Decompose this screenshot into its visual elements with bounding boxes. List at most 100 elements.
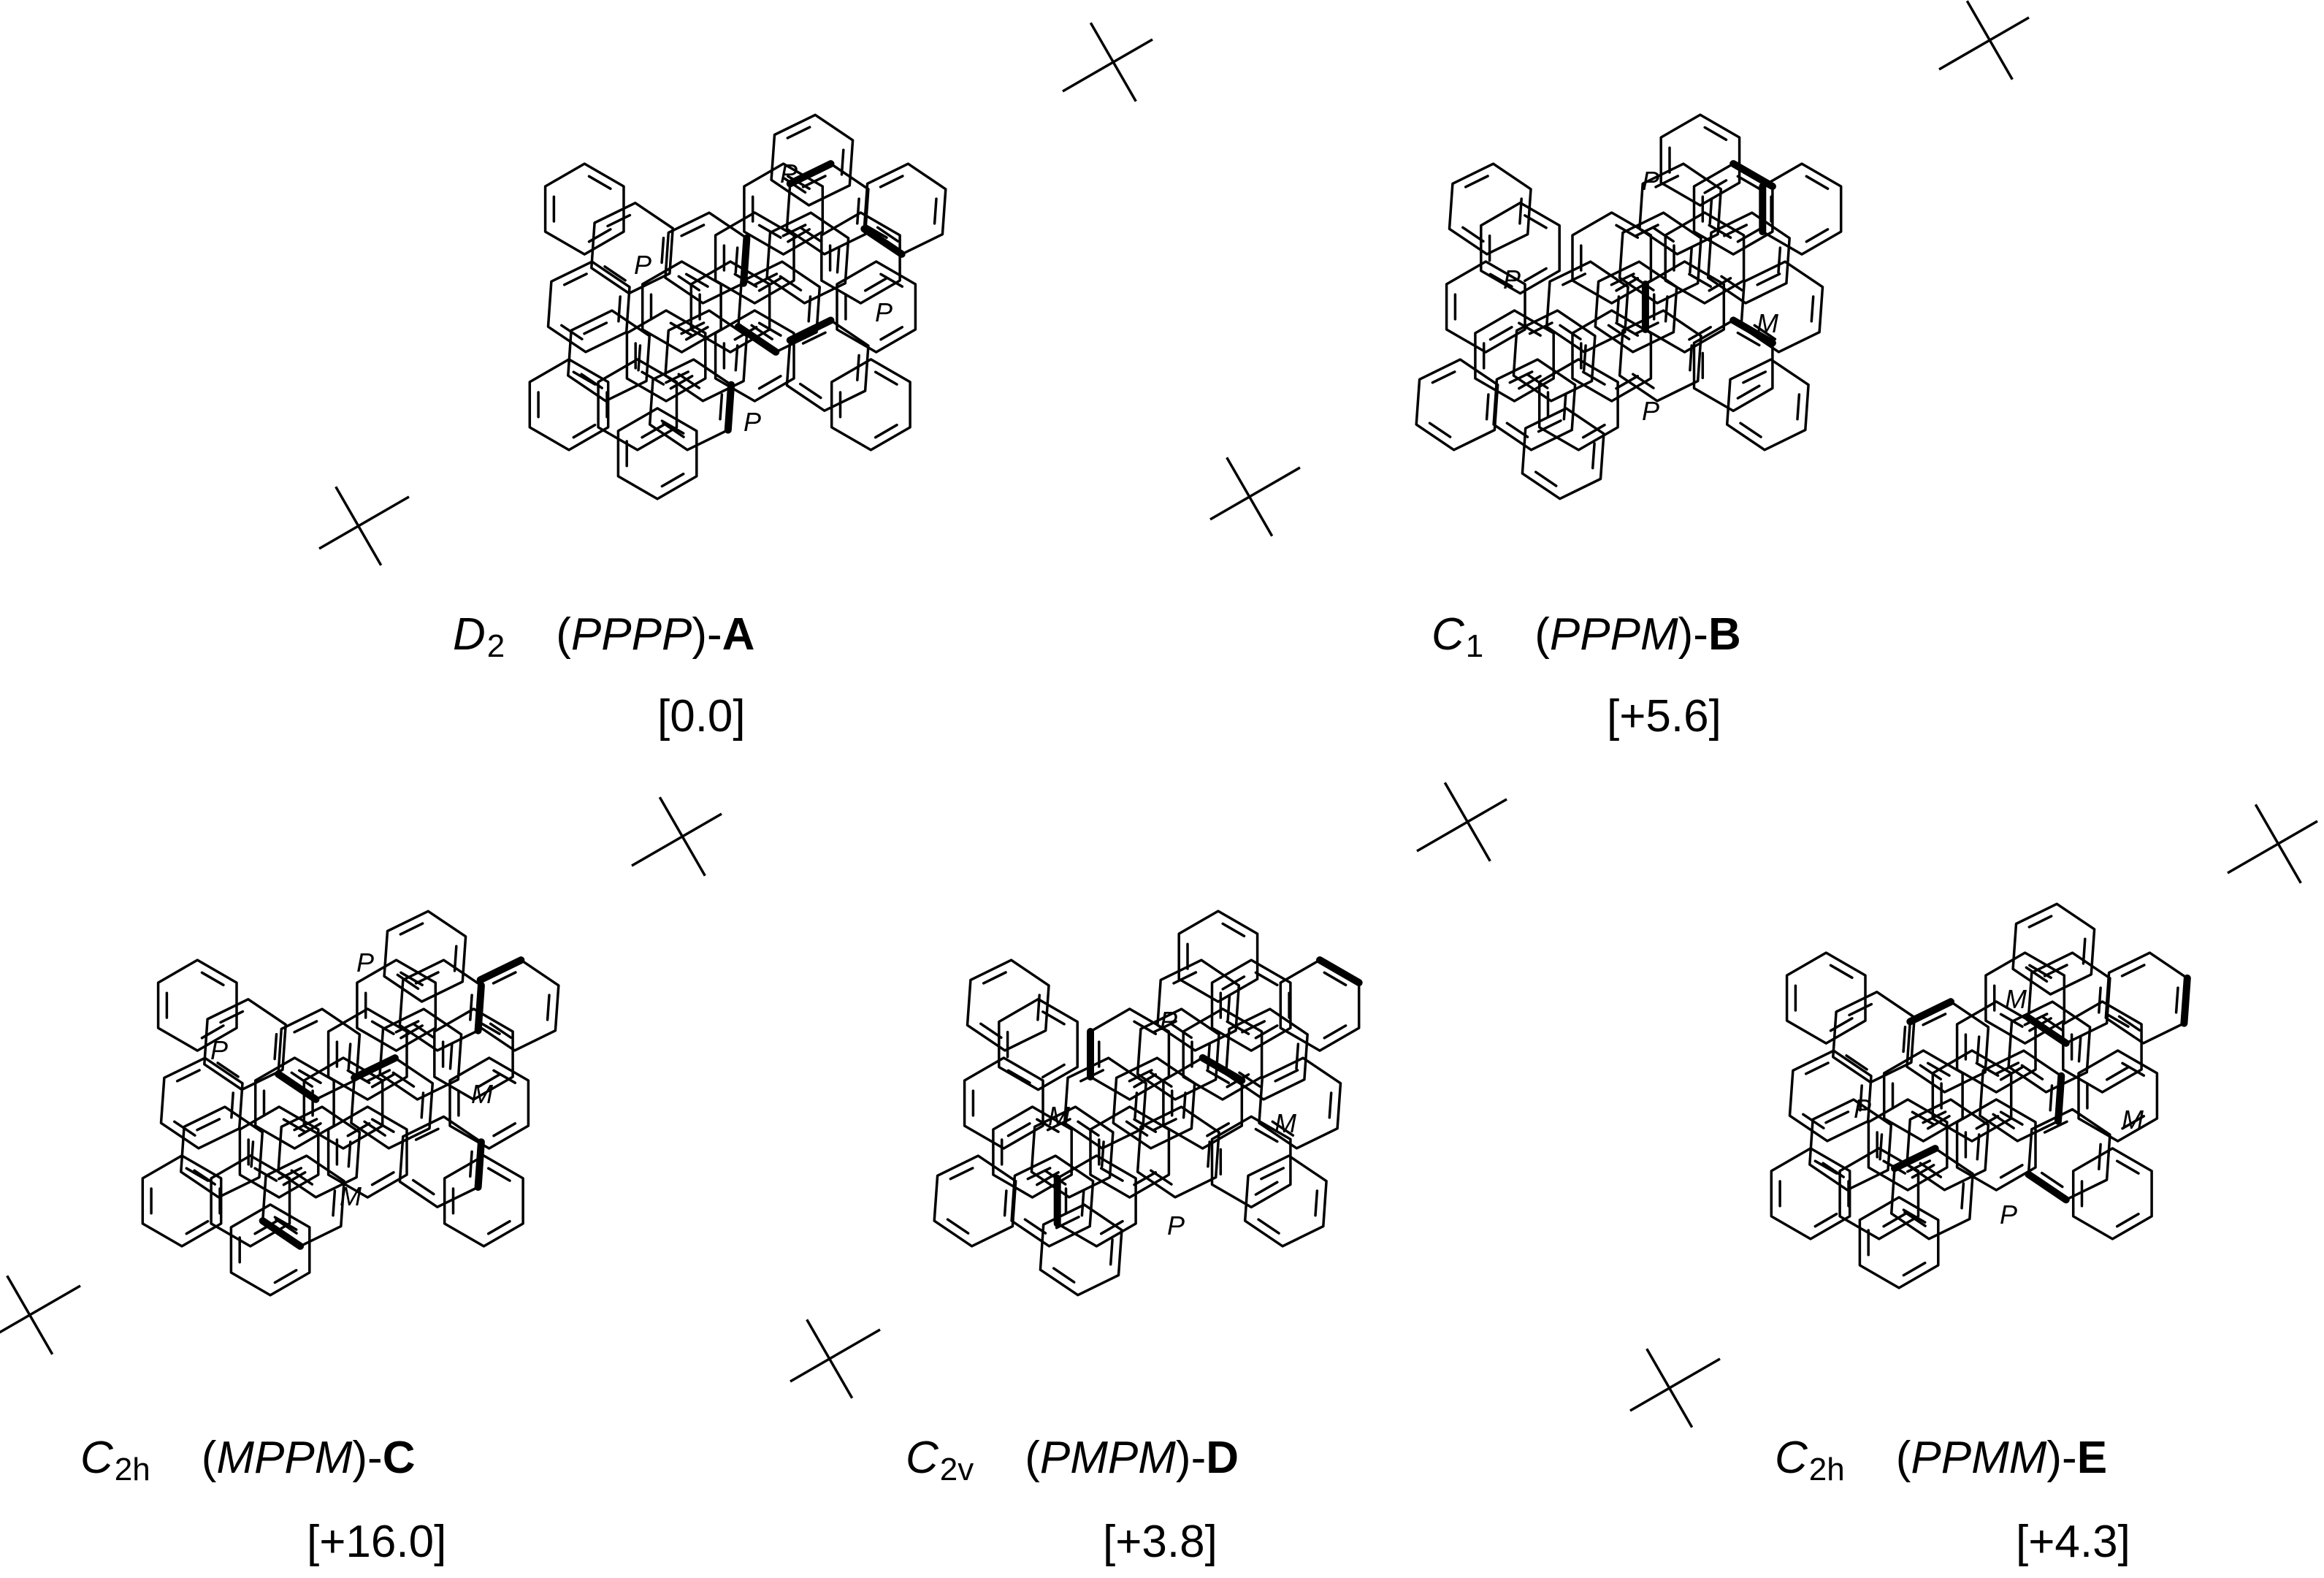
double-bond (719, 393, 724, 421)
aromatic-ring (992, 1105, 1073, 1199)
double-bond (1257, 1218, 1280, 1235)
double-bond (669, 321, 694, 337)
double-bond (370, 1073, 395, 1089)
double-bond (1099, 1219, 1124, 1235)
isomer-d-energy: [+3.8] (1103, 1517, 1218, 1567)
wedge-bond (351, 1054, 399, 1082)
double-bond (476, 1073, 501, 1089)
aromatic-ring (141, 1154, 223, 1248)
double-bond (1902, 1261, 1927, 1277)
double-bond (946, 1218, 970, 1235)
double-bond (1133, 1118, 1158, 1133)
aromatic-ring (2011, 902, 2096, 996)
double-bond (1688, 272, 1712, 288)
double-bond (1207, 1140, 1211, 1168)
isomer-c-configuration: (MPPM)-C (201, 1433, 416, 1483)
double-bond (757, 277, 782, 292)
double-bond (1274, 1069, 1299, 1083)
aromatic-ring (1055, 1154, 1137, 1248)
aromatic-ring (2007, 1000, 2092, 1094)
tert-butyl-methyl (6, 1275, 31, 1316)
double-bond (1006, 1122, 1031, 1137)
isomer-c-energy: [+16.0] (307, 1517, 447, 1567)
double-bond (1723, 224, 1748, 237)
double-bond (587, 228, 612, 243)
aromatic-ring (2062, 1000, 2143, 1094)
tert-butyl-methyl (357, 525, 383, 566)
double-bond (680, 224, 706, 237)
double-bond (1634, 321, 1659, 335)
tert-butyl-bond (2227, 842, 2279, 874)
helix-label: P (1854, 1094, 1871, 1124)
isomer-e-energy: [+4.3] (2016, 1517, 2130, 1567)
double-bond (1736, 228, 1761, 243)
double-bond (562, 272, 588, 286)
double-bond (1581, 370, 1606, 386)
tert-butyl-methyl (1089, 22, 1115, 63)
double-bond (1960, 1182, 1965, 1210)
double-bond (1172, 971, 1198, 985)
double-bond (840, 148, 845, 176)
double-bond (1607, 324, 1631, 340)
double-bond (1634, 224, 1659, 237)
aromatic-ring (1136, 1007, 1220, 1101)
double-bond (1099, 1167, 1124, 1182)
double-bond (1999, 1066, 2024, 1081)
aromatic-ring (1258, 1056, 1342, 1150)
isomer-a-configuration: (PPPP)-A (556, 609, 755, 660)
double-bond (1109, 1238, 1114, 1266)
tert-butyl-methyl (2277, 820, 2318, 845)
aromatic-ring (1243, 1154, 1328, 1248)
double-bond (757, 375, 782, 390)
double-bond (863, 277, 888, 292)
aromatic-ring (664, 309, 749, 403)
double-bond (486, 1219, 511, 1235)
aromatic-ring (159, 1056, 244, 1150)
double-bond (411, 1178, 435, 1196)
aromatic-ring (326, 1007, 408, 1101)
double-bond (391, 1071, 416, 1088)
double-bond (2115, 1159, 2140, 1175)
double-bond (400, 971, 424, 987)
aromatic-ring (1740, 260, 1824, 354)
double-bond (1805, 175, 1830, 191)
helix-label: M (2005, 984, 2027, 1014)
double-bond (2115, 1212, 2140, 1228)
aromatic-ring (203, 998, 287, 1091)
double-bond (1859, 1084, 1863, 1112)
helix-label: P (1642, 396, 1659, 426)
double-bond (2098, 986, 2102, 1014)
isomer-d-configuration: (PMPM)-D (1025, 1433, 1239, 1483)
double-bond (453, 945, 458, 972)
double-bond (175, 1069, 201, 1083)
tert-butyl-bond (28, 1284, 81, 1316)
double-bond (933, 197, 938, 225)
double-bond (1431, 370, 1456, 384)
double-bond (1488, 326, 1513, 341)
double-bond (856, 197, 860, 225)
double-bond (1221, 922, 1246, 938)
aromatic-ring (443, 1154, 524, 1248)
aromatic-ring (546, 260, 631, 354)
wedge-bond (860, 225, 906, 258)
aromatic-ring (383, 910, 467, 1003)
wedge-bond (2025, 1170, 2070, 1204)
double-bond (1753, 324, 1777, 340)
isomer-c-label: C2h(MPPM)-C (80, 1436, 415, 1486)
double-bond (2174, 986, 2179, 1014)
aromatic-ring (398, 1115, 483, 1208)
double-bond (297, 1069, 322, 1084)
double-bond (587, 175, 612, 191)
double-bond (583, 321, 608, 335)
double-bond (798, 226, 822, 243)
isomer-a-structure: PPPP (318, 22, 1153, 566)
helix-label: P (875, 297, 892, 327)
helix-label: M (1757, 308, 1778, 338)
double-bond (399, 922, 424, 936)
aromatic-ring (1177, 910, 1259, 1003)
double-bond (1133, 1073, 1158, 1089)
aromatic-ring (1638, 162, 1723, 256)
double-bond (1152, 1118, 1177, 1132)
double-bond (1736, 175, 1761, 191)
aromatic-ring (714, 211, 795, 305)
